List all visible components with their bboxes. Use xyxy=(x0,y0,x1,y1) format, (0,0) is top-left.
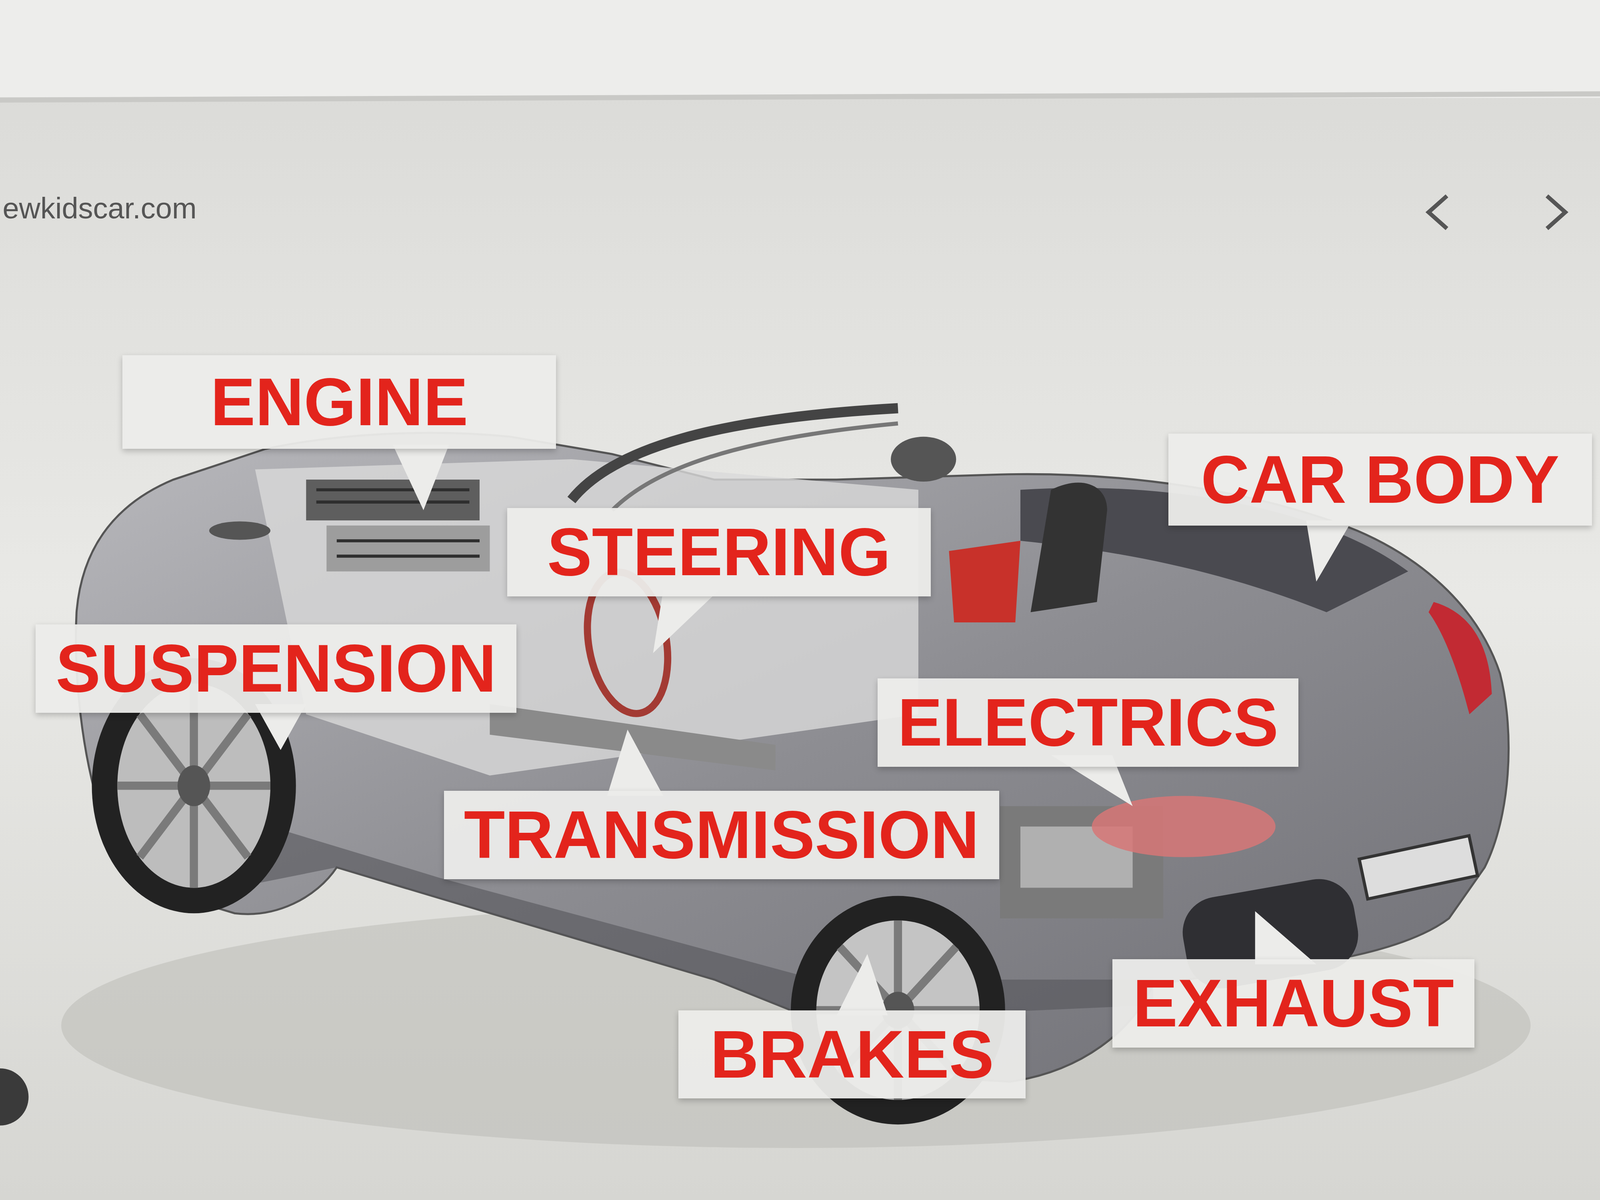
red-panel xyxy=(948,540,1021,623)
part-name: ELECTRICS xyxy=(897,685,1279,760)
next-chevron xyxy=(1546,196,1566,229)
hood-vent xyxy=(209,521,271,540)
callout-tails xyxy=(255,444,1352,1016)
callout-box: ENGINE xyxy=(122,355,556,450)
callout-tail xyxy=(653,589,720,653)
part-name: TRANSMISSION xyxy=(464,798,980,872)
cutaway-interior xyxy=(255,459,919,776)
top-band xyxy=(0,0,1600,98)
callout-box: SUSPENSION xyxy=(35,624,517,713)
part-name: SUSPENSION xyxy=(55,631,497,706)
windshield-frame xyxy=(612,423,898,511)
callout-tail xyxy=(1255,911,1317,965)
part-name: BRAKES xyxy=(710,1017,994,1092)
license-plate xyxy=(1359,835,1478,899)
seat xyxy=(1030,482,1108,613)
callout-box: CAR BODY xyxy=(1168,433,1592,526)
prev-chevron xyxy=(1428,196,1447,229)
site-url: ewkidscar.com xyxy=(2,192,197,225)
rim xyxy=(117,683,271,888)
mirror xyxy=(890,436,956,482)
engine-block xyxy=(326,525,490,572)
engine-detail xyxy=(316,489,480,556)
callout-tail xyxy=(607,729,664,796)
part-name: STEERING xyxy=(547,515,891,590)
callout-box: ELECTRICS xyxy=(877,678,1299,767)
part-name: CAR BODY xyxy=(1200,442,1560,517)
callout-tail xyxy=(392,444,449,510)
engine-block xyxy=(306,479,480,521)
band-edge xyxy=(0,94,1600,100)
car-body xyxy=(76,432,1509,1082)
callout-box: TRANSMISSION xyxy=(444,790,1000,880)
part-name: ENGINE xyxy=(210,365,468,440)
callout-tail xyxy=(836,954,888,1016)
callout-box: EXHAUST xyxy=(1112,959,1475,1048)
callout-tail xyxy=(1306,520,1352,582)
callout-box: STEERING xyxy=(507,508,931,597)
taillight xyxy=(1428,602,1492,715)
spokes xyxy=(117,683,271,888)
part-name: EXHAUST xyxy=(1132,966,1454,1041)
callout-box: BRAKES xyxy=(678,1010,1026,1099)
corner-icon xyxy=(0,1068,29,1126)
hub xyxy=(177,765,211,806)
windshield-frame xyxy=(571,408,898,500)
electrics-part xyxy=(1092,796,1276,858)
